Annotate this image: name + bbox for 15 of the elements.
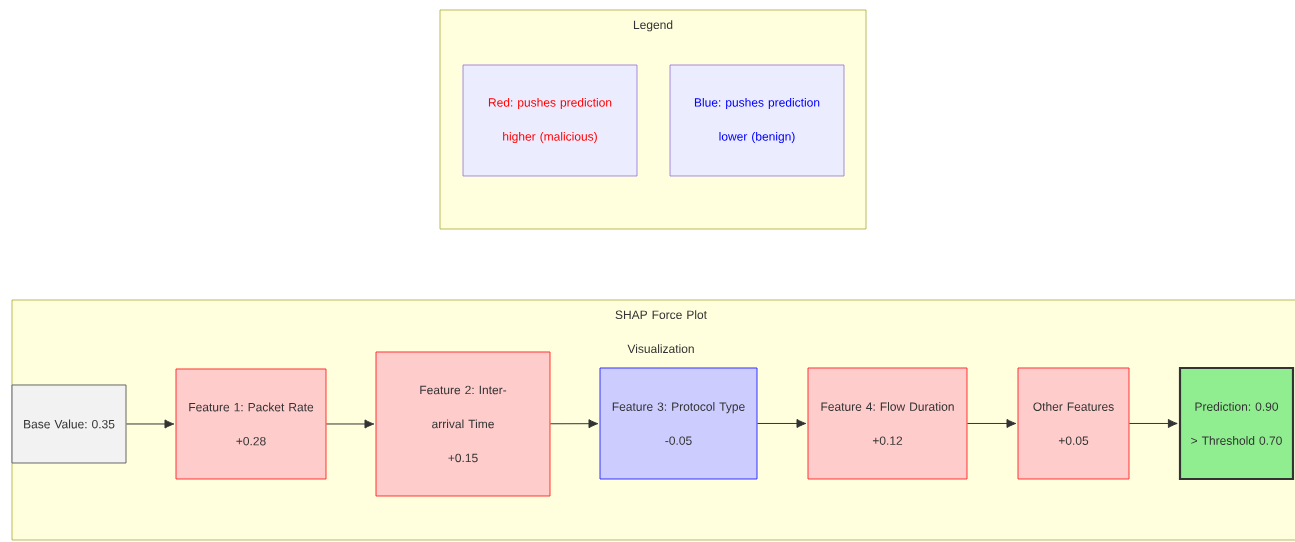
process-box: Feature 3: Protocol Type -0.05 [599, 367, 758, 480]
process-box: Other Features +0.05 [1017, 367, 1130, 480]
arrow [1129, 418, 1178, 428]
arrow [326, 419, 375, 429]
process-box: Base Value: 0.35 [11, 384, 127, 464]
process-box: Feature 1: Packet Rate +0.28 [175, 368, 327, 480]
arrow [967, 418, 1017, 428]
process-box: Prediction: 0.90 > Threshold 0.70 [1178, 366, 1295, 481]
process-box: Red: pushes prediction higher (malicious) [462, 64, 638, 177]
arrow [550, 419, 599, 429]
process-box: Feature 2: Inter-arrival Time +0.15 [375, 351, 551, 497]
arrow [757, 418, 807, 428]
process-box: Blue: pushes prediction lower (benign) [669, 64, 845, 177]
arrow [126, 419, 175, 429]
process-box: Feature 4: Flow Duration +0.12 [807, 367, 968, 480]
